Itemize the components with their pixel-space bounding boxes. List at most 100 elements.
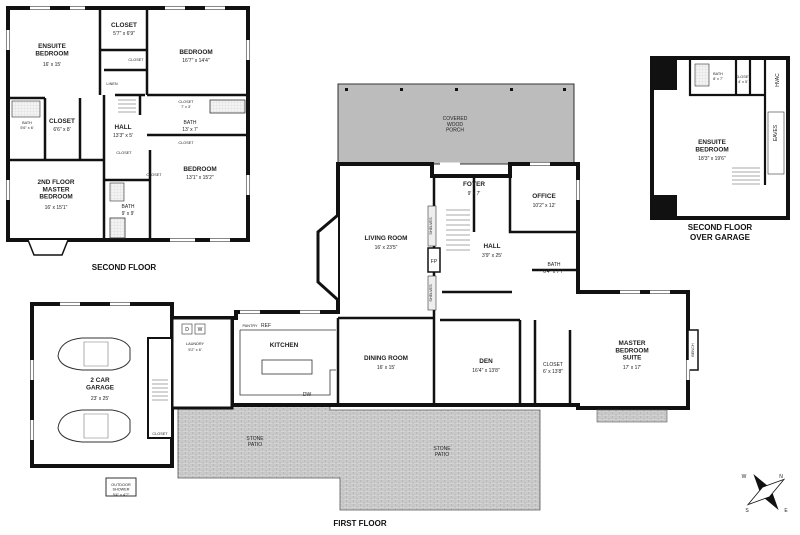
fireplace-icon xyxy=(427,247,441,273)
room-name: LIVING ROOM xyxy=(365,235,408,242)
room-name: HVAC xyxy=(775,73,781,87)
chimney-block xyxy=(652,58,677,90)
room-dimensions: 23' x 25' xyxy=(91,396,109,402)
room-name: SHELVES xyxy=(429,217,433,235)
room-dimensions: 6'4" x 7'7" xyxy=(543,269,565,275)
car-icon xyxy=(57,337,131,371)
first-floor-windows xyxy=(30,162,690,440)
second-floor-plan xyxy=(6,6,250,256)
room-name: BEDROOM xyxy=(179,49,212,56)
floor-title: FIRST FLOOR xyxy=(333,519,387,528)
room-dimensions: 16' x 15' xyxy=(377,365,395,371)
compass-w: W xyxy=(742,474,747,480)
room-dimensions: 16'4" x 13'8" xyxy=(472,368,500,374)
room-name: CLOSET xyxy=(116,151,132,155)
room-dimensions: 10'2" x 12' xyxy=(533,203,556,209)
room-name: FP xyxy=(431,259,438,265)
room-name: CLOSET xyxy=(152,432,168,436)
room-dimensions: 16'7" x 14'4" xyxy=(182,58,210,64)
room-dimensions: 6'6" x 8' xyxy=(53,127,70,133)
garage-floor-walls xyxy=(688,58,767,185)
room-dimensions: 5'6" x 6' xyxy=(20,126,33,130)
compass-n: N xyxy=(779,474,783,480)
shower-icon xyxy=(11,100,41,118)
room-dimensions: 9' x 9' xyxy=(122,211,135,217)
room-name: BATH xyxy=(22,121,32,125)
wall-block xyxy=(652,195,677,218)
bathtub-icon xyxy=(209,99,246,114)
stairs-icon xyxy=(446,209,470,251)
room-dimensions: 3'9" x 25' xyxy=(482,253,502,259)
appliance-label: D xyxy=(185,327,189,333)
porch-posts xyxy=(345,88,566,91)
room-name: SHELVES xyxy=(429,284,433,302)
first-floor-plan xyxy=(30,83,699,511)
stairs-icon xyxy=(152,379,168,401)
room-dimensions: 16' x 23'5" xyxy=(375,245,398,251)
room-dimensions: 4' x 5' xyxy=(738,80,748,84)
room-name: LAUNDRY xyxy=(186,342,205,346)
appliance-label: W xyxy=(198,327,203,333)
room-name: CLOSET xyxy=(178,100,194,104)
stairs-icon xyxy=(118,99,136,113)
kitchen-counter xyxy=(239,329,336,396)
shelves-icon xyxy=(427,205,437,247)
car-icon xyxy=(57,409,131,443)
stairs-icon xyxy=(732,167,760,185)
room-name: CLOSET xyxy=(146,173,162,177)
outdoor-shower-box xyxy=(105,477,137,497)
eaves-area xyxy=(767,111,785,175)
room-name: DW xyxy=(303,392,312,398)
garage-floor-plan: BATH 8' x 7' CLOSET 4' x 5' HVAC EAVES E… xyxy=(650,56,790,242)
shower-icon xyxy=(694,63,710,87)
room-dimensions: 17' x 17' xyxy=(623,365,641,371)
room-dimensions: 16' x 15' xyxy=(43,62,61,68)
second-floor-outline xyxy=(6,6,250,242)
room-dimensions: 8' x 7' xyxy=(713,77,723,81)
dryer-icon xyxy=(181,323,193,335)
room-dimensions: 6' x 13'8" xyxy=(543,369,563,375)
floor-title: SECOND FLOOR xyxy=(688,223,753,232)
room-name: REF xyxy=(261,323,271,329)
room-name: FOYER xyxy=(463,181,485,188)
bathtub-icon xyxy=(109,217,126,239)
stone-patio xyxy=(177,404,541,511)
room-name: DINING ROOM xyxy=(364,355,408,362)
room-name: HALL xyxy=(114,124,131,131)
room-name: CLOSET xyxy=(735,75,751,79)
room-dimensions: 5'2" x 6' xyxy=(188,348,201,352)
washer-icon xyxy=(194,323,206,335)
room-name: CLOSET xyxy=(178,141,194,145)
room-dimensions: 13'3" x 5' xyxy=(113,133,133,139)
porch-deck xyxy=(337,83,575,165)
second-floor-windows xyxy=(6,6,250,242)
bench-bay xyxy=(687,329,699,371)
compass-e: E xyxy=(784,508,788,514)
room-name: CLOSET xyxy=(111,22,137,29)
room-dimensions: 18'3" x 19'6" xyxy=(698,156,726,162)
room-dimensions: 16' x 15'1" xyxy=(45,205,68,211)
shower-icon xyxy=(109,182,125,202)
room-name: OFFICE xyxy=(532,193,556,200)
room-name: CLOSET xyxy=(49,118,75,125)
bay-window xyxy=(27,239,69,256)
room-name: BEDROOM xyxy=(183,166,216,173)
room-dimensions: 13' x 7' xyxy=(182,127,198,133)
room-name: CLOSET xyxy=(128,58,144,62)
room-name: PANTRY xyxy=(242,324,258,328)
kitchen-island xyxy=(261,359,313,375)
compass-s: S xyxy=(745,508,749,514)
compass-rose: N S E W xyxy=(742,473,788,514)
room-name: BATH xyxy=(122,204,135,210)
floor-title: SECOND FLOOR xyxy=(92,263,157,272)
